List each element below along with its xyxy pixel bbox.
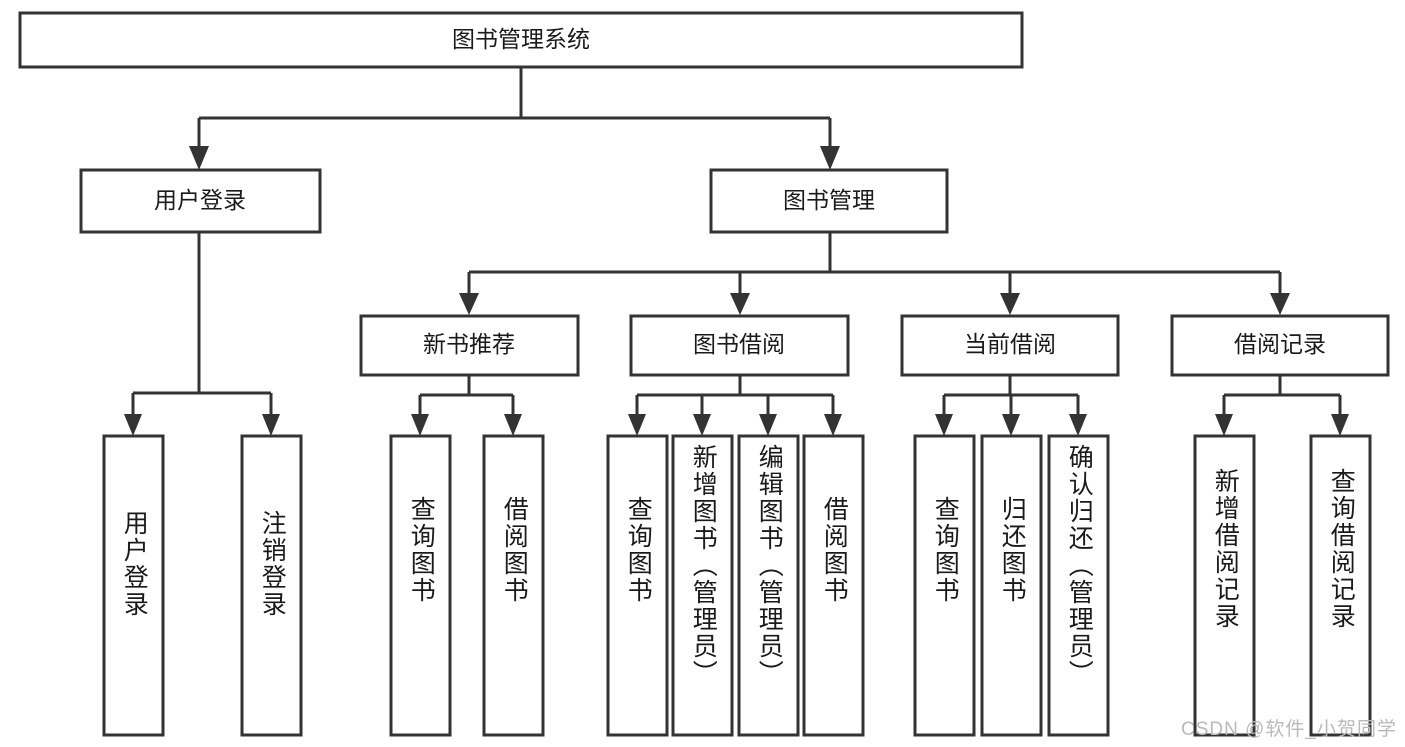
leaf-box-logout[interactable]	[240, 434, 303, 737]
node-book-borrowing-label: 图书借阅	[693, 331, 785, 357]
arrow-head-bookmgmt-to-new-book	[459, 293, 479, 315]
node-book-borrowing-box	[629, 314, 850, 377]
leaf-box-borrow-book-2[interactable]	[802, 434, 865, 737]
leaf-box-query-book-3[interactable]	[913, 434, 976, 737]
arrow-head-records-to-leaf1	[1215, 414, 1233, 436]
arrow-head-current-to-leaf3	[1069, 414, 1087, 436]
node-current-borrowing[interactable]: 当前借阅	[900, 314, 1120, 377]
leaf-box-add-book-admin[interactable]	[671, 434, 734, 737]
connector-group-borrow	[628, 375, 842, 436]
arrow-head-bookmgmt-to-current	[1000, 293, 1020, 315]
node-user-login-box	[79, 168, 322, 234]
arrow-head-bookmgmt-to-records	[1270, 293, 1290, 315]
arrow-head-current-to-leaf2	[1002, 414, 1020, 436]
node-borrowing-records-label: 借阅记录	[1234, 331, 1326, 357]
leaf-box-user-login[interactable]	[102, 434, 165, 737]
arrow-head-borrow-to-leaf1	[628, 414, 646, 436]
connector-group-user-login	[124, 232, 280, 436]
leaf-box-query-borrow-record[interactable]	[1309, 434, 1372, 737]
leaf-box-add-borrow-record[interactable]	[1193, 434, 1256, 737]
node-user-login-label: 用户登录	[154, 187, 246, 213]
arrow-head-root-to-user-login	[189, 146, 209, 170]
leaf-box-query-book-2[interactable]	[606, 434, 669, 737]
arrow-head-root-to-book-mgmt	[820, 146, 840, 170]
arrow-head-borrow-to-leaf4	[824, 414, 842, 436]
node-new-book-recommendation-label: 新书推荐	[423, 331, 515, 357]
node-book-management[interactable]: 图书管理	[709, 168, 949, 234]
node-borrowing-records[interactable]: 借阅记录	[1170, 314, 1390, 377]
node-book-borrowing[interactable]: 图书借阅	[629, 314, 850, 377]
leaf-box-return-book[interactable]	[980, 434, 1043, 737]
leaf-boxes	[102, 434, 1372, 737]
arrow-head-borrow-to-leaf3	[759, 414, 777, 436]
node-borrowing-records-box	[1170, 314, 1390, 377]
connector-group-records	[1215, 375, 1349, 436]
leaf-box-confirm-return-admin[interactable]	[1047, 434, 1110, 737]
node-book-management-label: 图书管理	[783, 187, 875, 213]
node-new-book-recommendation[interactable]: 新书推荐	[359, 314, 580, 377]
arrow-head-current-to-leaf1	[935, 414, 953, 436]
leaf-box-query-book-1[interactable]	[389, 434, 452, 737]
arrow-head-userlogin-to-leaf1	[124, 414, 142, 436]
node-current-borrowing-label: 当前借阅	[964, 331, 1056, 357]
node-root-system-label: 图书管理系统	[452, 26, 590, 52]
arrow-head-records-to-leaf2	[1331, 414, 1349, 436]
leaf-box-borrow-book-1[interactable]	[482, 434, 545, 737]
node-root-system-box	[18, 11, 1024, 69]
node-root-system[interactable]: 图书管理系统	[18, 11, 1024, 69]
connector-group-root	[189, 67, 840, 170]
node-user-login[interactable]: 用户登录	[79, 168, 322, 234]
leaf-box-edit-book-admin[interactable]	[737, 434, 800, 737]
node-current-borrowing-box	[900, 314, 1120, 377]
connector-group-book-mgmt	[459, 232, 1290, 315]
csdn-watermark: CSDN @软件_小贺同学	[1181, 719, 1397, 740]
arrow-head-bookmgmt-to-borrow	[730, 293, 750, 315]
arrow-head-userlogin-to-leaf2	[262, 414, 280, 436]
node-new-book-recommendation-box	[359, 314, 580, 377]
arrow-head-borrow-to-leaf2	[693, 414, 711, 436]
arrow-head-newbook-to-leaf1	[411, 414, 429, 436]
node-book-management-box	[709, 168, 949, 234]
connector-group-new-book	[411, 375, 522, 436]
connector-group-current	[935, 375, 1087, 436]
arrow-head-newbook-to-leaf2	[504, 414, 522, 436]
